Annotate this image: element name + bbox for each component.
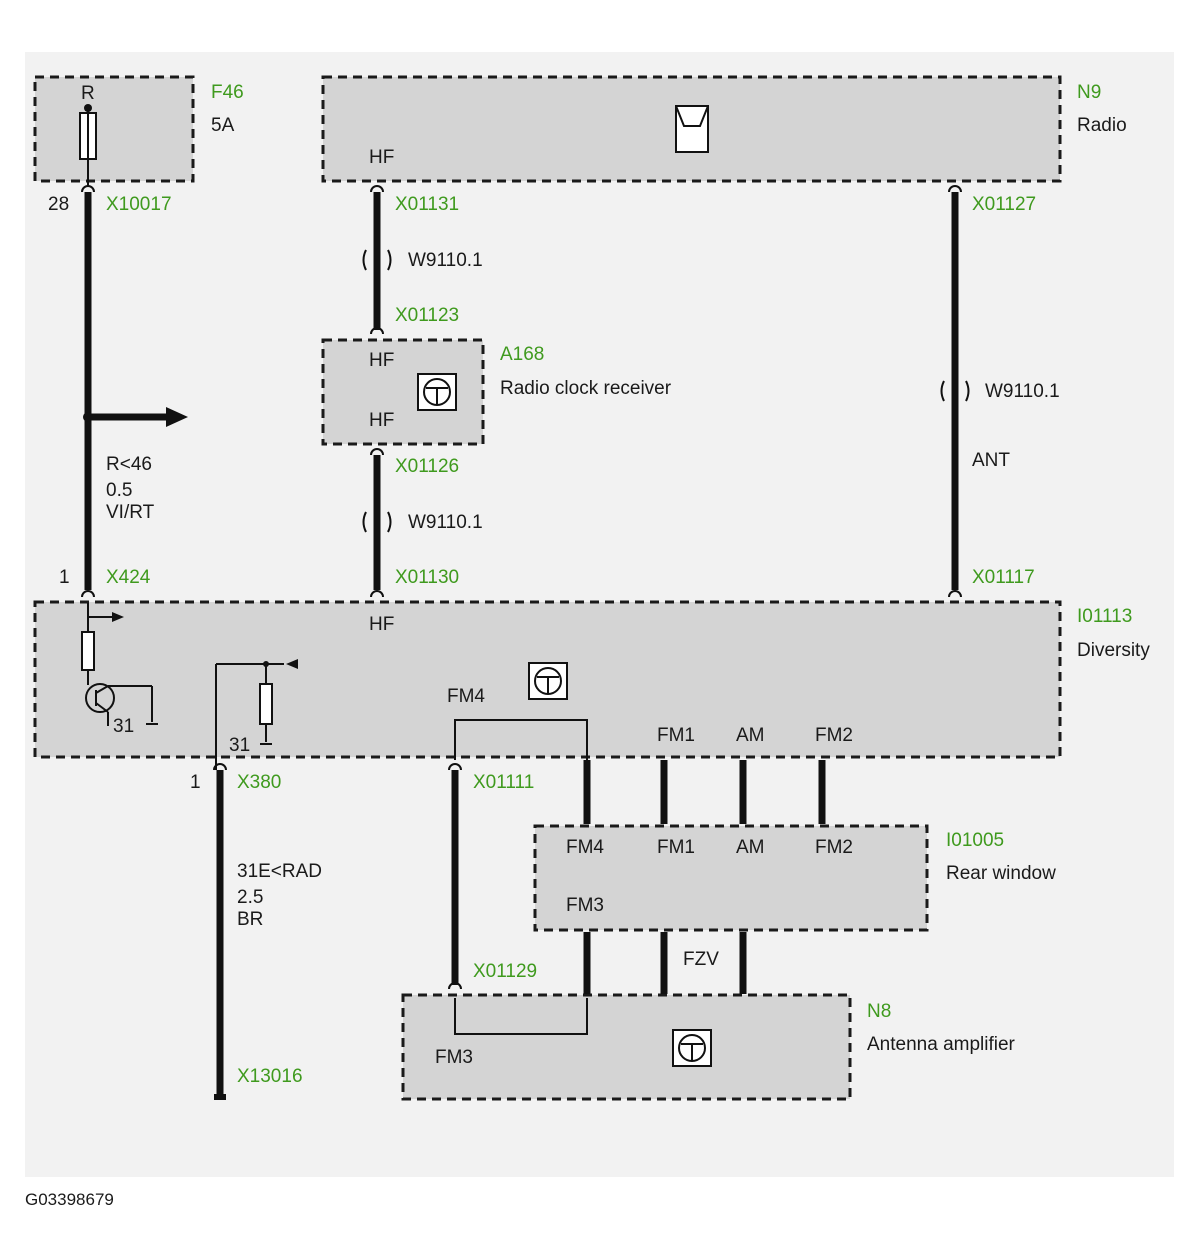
diversity-pin-hf: HF bbox=[369, 614, 394, 635]
ground-wire-size: 2.5 bbox=[237, 887, 263, 908]
connector-x01130: X01130 bbox=[395, 567, 459, 588]
pin-x01130 bbox=[370, 590, 384, 598]
fuse-f46-box bbox=[33, 75, 195, 183]
wire-label-ant: ANT bbox=[972, 450, 1010, 471]
antenna-amplifier-n8-box bbox=[401, 993, 852, 1101]
diversity-antenna-icon bbox=[528, 662, 568, 700]
radio-display-icon bbox=[675, 105, 709, 153]
clock-receiver-name: Radio clock receiver bbox=[500, 378, 672, 399]
pin-x01131 bbox=[370, 185, 384, 193]
clock-receiver-a168-box bbox=[321, 338, 485, 446]
pin-x424 bbox=[81, 590, 95, 598]
pin-x01123 bbox=[370, 327, 384, 335]
wire-label-w9110-mid: W9110.1 bbox=[408, 512, 483, 533]
diversity-pin-fm1: FM1 bbox=[657, 725, 695, 746]
diversity-pin-fm2: FM2 bbox=[815, 725, 853, 746]
connector-x10017-pin: 28 bbox=[48, 194, 69, 215]
connector-x01126: X01126 bbox=[395, 456, 459, 477]
fuse-id: F46 bbox=[211, 82, 244, 103]
wire-label-fzv: FZV bbox=[683, 949, 719, 970]
diversity-ground-31-a: 31 bbox=[113, 716, 134, 737]
radio-pin-hf: HF bbox=[369, 147, 394, 168]
radio-id: N9 bbox=[1077, 82, 1101, 103]
ground-wire-circuit: 31E<RAD bbox=[237, 861, 322, 882]
clock-pin-hf-bottom: HF bbox=[369, 410, 394, 431]
power-wire-color: VI/RT bbox=[106, 502, 155, 523]
break-marker-right bbox=[940, 380, 970, 402]
amplifier-pin-fm3: FM3 bbox=[435, 1047, 473, 1068]
break-marker-mid bbox=[362, 511, 392, 533]
connector-x380: X380 bbox=[237, 772, 281, 793]
fm3-internal-loop bbox=[454, 998, 588, 1035]
amplifier-id: N8 bbox=[867, 1001, 891, 1022]
clock-receiver-id: A168 bbox=[500, 344, 544, 365]
connector-x01117: X01117 bbox=[972, 567, 1035, 588]
ground-wire-color: BR bbox=[237, 909, 263, 930]
connector-x10017: X10017 bbox=[106, 194, 172, 215]
connector-x424: X424 bbox=[106, 567, 151, 588]
connector-x13016: X13016 bbox=[237, 1066, 303, 1087]
pin-x01126 bbox=[370, 448, 384, 456]
figure-id: G03398679 bbox=[25, 1190, 114, 1209]
pin-x01129 bbox=[448, 982, 462, 990]
wire-label-w9110-right: W9110.1 bbox=[985, 381, 1060, 402]
pin-x13016 bbox=[214, 1094, 226, 1100]
pin-x01117 bbox=[948, 590, 962, 598]
rear-window-name: Rear window bbox=[946, 863, 1056, 884]
amplifier-antenna-icon bbox=[672, 1029, 712, 1067]
fuse-top-label: R bbox=[81, 83, 95, 104]
diversity-ground-31-b: 31 bbox=[229, 735, 250, 756]
pin-x10017 bbox=[81, 185, 95, 193]
amplifier-name: Antenna amplifier bbox=[867, 1034, 1016, 1055]
fuse-rating: 5A bbox=[211, 115, 235, 136]
diversity-pin-am: AM bbox=[736, 725, 765, 746]
connector-x01129: X01129 bbox=[473, 961, 537, 982]
connector-x01111: X01111 bbox=[473, 772, 534, 793]
connector-x01131: X01131 bbox=[395, 194, 459, 215]
diversity-id: I01113 bbox=[1077, 606, 1132, 627]
clock-pin-hf-top: HF bbox=[369, 350, 394, 371]
connector-x424-pin: 1 bbox=[59, 567, 70, 588]
rear-pin-fm2: FM2 bbox=[815, 837, 853, 858]
rear-pin-fm3: FM3 bbox=[566, 895, 604, 916]
rear-pin-am: AM bbox=[736, 837, 765, 858]
rear-pin-fm1: FM1 bbox=[657, 837, 695, 858]
rear-window-id: I01005 bbox=[946, 830, 1004, 851]
break-marker-upper bbox=[362, 249, 392, 271]
transistor-icon bbox=[85, 683, 115, 713]
diversity-pin-fm4: FM4 bbox=[447, 686, 485, 707]
rear-pin-fm4: FM4 bbox=[566, 837, 604, 858]
connector-x01127: X01127 bbox=[972, 194, 1036, 215]
wire-label-w9110-top: W9110.1 bbox=[408, 250, 483, 271]
connector-x380-pin: 1 bbox=[190, 772, 201, 793]
power-wire-circuit: R<46 bbox=[106, 454, 152, 475]
rear-window-i01005-box bbox=[533, 824, 929, 932]
branch-arrow-icon bbox=[166, 407, 188, 427]
radio-name: Radio bbox=[1077, 115, 1127, 136]
pin-x01111 bbox=[448, 763, 462, 771]
power-wire-size: 0.5 bbox=[106, 480, 132, 501]
pin-x380 bbox=[213, 763, 227, 771]
diversity-name: Diversity bbox=[1077, 640, 1150, 661]
connector-x01123: X01123 bbox=[395, 305, 459, 326]
pin-x01127 bbox=[948, 185, 962, 193]
diversity-internal-circuit bbox=[81, 603, 588, 770]
clock-receiver-antenna-icon bbox=[417, 373, 457, 411]
